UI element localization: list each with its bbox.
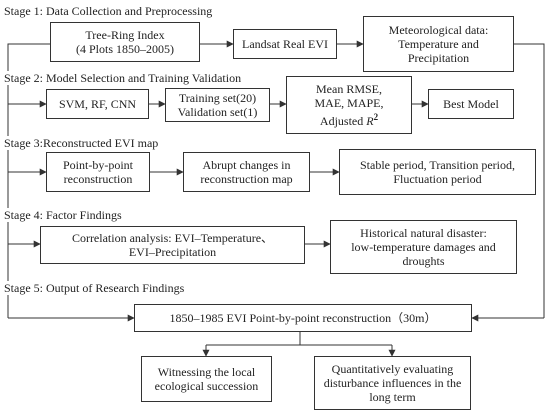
training-validation-box: Training set(20) Validation set(1) <box>165 88 270 122</box>
stage-5-label: Stage 5: Output of Research Findings <box>4 281 188 295</box>
models-label: SVM, RF, CNN <box>58 97 137 111</box>
abrupt-line-2: reconstruction map <box>200 172 293 186</box>
metrics-r-exponent: 2 <box>373 112 379 122</box>
left-trunk-line <box>7 43 50 318</box>
stage-3-label: Stage 3:Reconstructed EVI map <box>4 136 162 150</box>
output-split-line <box>206 332 392 346</box>
meteo-line-3: Precipitation <box>407 51 470 65</box>
p2p-line-1: Point-by-point <box>62 158 133 172</box>
training-line-1: Training set(20) <box>178 91 257 105</box>
abrupt-line-1: Abrupt changes in <box>202 158 291 172</box>
tree-ring-line-2: (4 Plots 1850–2005) <box>75 42 174 56</box>
stage-1-label: Stage 1: Data Collection and Preprocessi… <box>4 4 216 18</box>
metrics-line-2: MAE, MAPE, <box>314 96 384 110</box>
disaster-line-1: Historical natural disaster: <box>360 226 487 240</box>
succession-line-1: Witnessing the local <box>157 365 256 379</box>
point-by-point-box: Point-by-point reconstruction <box>46 152 150 192</box>
abrupt-changes-box: Abrupt changes in reconstruction map <box>183 152 310 192</box>
tree-ring-line-1: Tree-Ring Index <box>85 28 165 42</box>
periods-line-1: Stable period, Transition period, <box>360 158 515 172</box>
disturbance-evaluation-box: Quantitatively evaluating disturbance in… <box>314 356 471 410</box>
tree-ring-index-box: Tree-Ring Index (4 Plots 1850–2005) <box>50 22 200 62</box>
quant-line-1: Quantitatively evaluating <box>331 362 454 376</box>
meteorological-data-box: Meteorological data: Temperature and Pre… <box>363 16 514 72</box>
training-line-2: Validation set(1) <box>177 105 258 119</box>
meteo-line-2: Temperature and <box>398 37 479 51</box>
periods-line-2: Fluctuation period <box>393 172 482 186</box>
metrics-adjusted: Adjusted <box>319 114 364 128</box>
stage-4-label: Stage 4: Factor Findings <box>4 208 125 222</box>
output-label: 1850–1985 EVI Point-by-point reconstruct… <box>169 311 437 325</box>
landsat-label: Landsat Real EVI <box>242 37 328 51</box>
models-box: SVM, RF, CNN <box>46 89 149 119</box>
quant-line-2: disturbance influences in the <box>323 376 462 390</box>
correlation-line-1: Correlation analysis: EVI–Temperature、 <box>71 231 274 245</box>
disaster-line-3: droughts <box>402 254 445 268</box>
periods-box: Stable period, Transition period, Fluctu… <box>339 149 536 195</box>
stage-2-label: Stage 2: Model Selection and Training Va… <box>4 71 245 85</box>
disaster-line-2: low-temperature damages and <box>351 240 496 254</box>
meteo-line-1: Meteorological data: <box>388 23 489 37</box>
natural-disaster-box: Historical natural disaster: low-tempera… <box>330 220 517 274</box>
metrics-r: R <box>366 114 374 128</box>
succession-line-2: ecological succession <box>154 379 259 393</box>
best-model-label: Best Model <box>443 97 499 111</box>
right-trunk-line <box>514 43 545 318</box>
ecological-succession-box: Witnessing the local ecological successi… <box>141 356 272 402</box>
best-model-box: Best Model <box>428 89 514 119</box>
metrics-box: Mean RMSE, MAE, MAPE, Adjusted R2 <box>286 76 412 134</box>
metrics-line-1: Mean RMSE, <box>316 82 382 96</box>
metrics-line-3: Adjusted R2 <box>320 110 378 128</box>
quant-line-3: long term <box>369 390 416 404</box>
p2p-line-2: reconstruction <box>63 172 133 186</box>
correlation-line-2: EVI–Precipitation <box>128 245 217 259</box>
landsat-evi-box: Landsat Real EVI <box>233 29 337 59</box>
correlation-analysis-box: Correlation analysis: EVI–Temperature、 E… <box>40 226 305 264</box>
output-reconstruction-box: 1850–1985 EVI Point-by-point reconstruct… <box>134 304 472 332</box>
